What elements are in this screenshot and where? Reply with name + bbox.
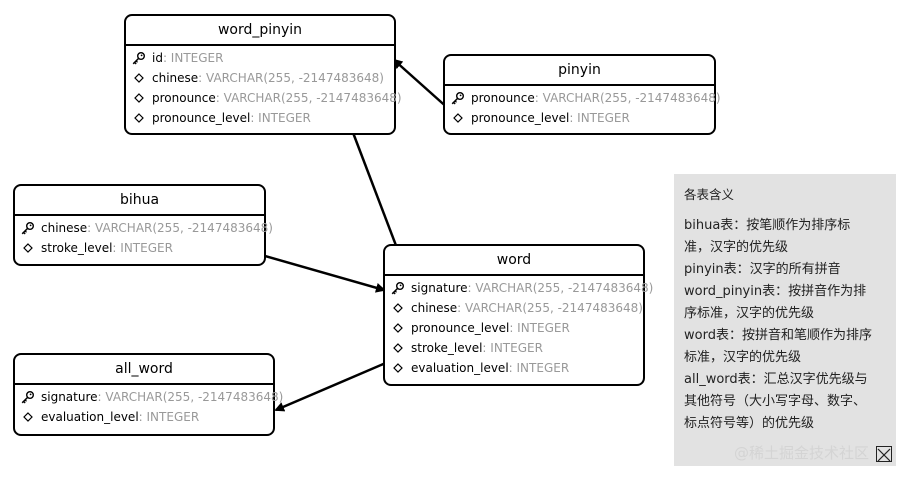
column-row[interactable]: stroke_level: INTEGER	[385, 338, 643, 358]
note-line: pinyin表：汉字的所有拼音	[684, 262, 841, 277]
diamond-icon	[391, 301, 405, 315]
table-title: all_word	[15, 355, 273, 385]
column-row[interactable]: chinese: VARCHAR(255, -2147483648)	[126, 68, 394, 88]
column-name: pronounce_level	[471, 111, 570, 125]
column-row[interactable]: evaluation_level: INTEGER	[385, 358, 643, 378]
resize-grip-icon	[876, 446, 892, 462]
column-type: : VARCHAR(255, -2147483648)	[215, 91, 402, 105]
column-list: chinese: VARCHAR(255, -2147483648)stroke…	[15, 216, 273, 258]
key-icon	[132, 51, 146, 65]
note-line: all_word表：汇总汉字优先级与	[684, 372, 868, 387]
column-name: chinese	[411, 301, 458, 315]
column-type: : INTEGER	[138, 410, 200, 424]
diamond-icon	[391, 341, 405, 355]
arrow-pinyin-to-word-pinyin	[392, 58, 451, 111]
column-row[interactable]: pronounce_level: INTEGER	[126, 108, 394, 128]
column-name: pronounce	[471, 91, 535, 105]
column-list: pronounce: VARCHAR(255, -2147483648)pron…	[445, 86, 721, 128]
column-name: chinese	[152, 71, 199, 85]
column-type: : VARCHAR(255, -2147483648)	[198, 71, 384, 85]
column-name: pronounce_level	[152, 111, 251, 125]
table-title: bihua	[15, 186, 264, 216]
primary-key-column-row[interactable]: signature: VARCHAR(255, -2147483648)	[15, 387, 283, 407]
key-icon	[21, 221, 35, 235]
key-icon	[21, 390, 35, 404]
column-type: : INTEGER	[482, 341, 543, 355]
column-name: signature	[411, 281, 468, 295]
column-type: : INTEGER	[112, 241, 173, 255]
column-name: stroke_level	[411, 341, 483, 355]
diamond-icon	[21, 410, 35, 424]
column-type: : VARCHAR(255, -2147483648)	[97, 390, 284, 404]
key-icon	[451, 91, 465, 105]
table-title: pinyin	[445, 56, 714, 86]
column-type: : INTEGER	[569, 111, 630, 125]
watermark-text: @稀土掘金技术社区	[734, 444, 870, 462]
column-type: : VARCHAR(255, -2147483648)	[534, 91, 721, 105]
table-title: word	[385, 246, 643, 276]
column-row[interactable]: pronounce_level: INTEGER	[445, 108, 714, 128]
table-title: word_pinyin	[126, 16, 394, 46]
note-title: 各表含义	[684, 187, 735, 202]
note-line: 其他符号（大小写字母、数字、	[684, 394, 867, 409]
table-pinyin[interactable]: pinyin pronounce: VARCHAR(255, -21474836…	[443, 54, 721, 135]
column-list: signature: VARCHAR(255, -2147483648)eval…	[15, 385, 283, 427]
primary-key-column-row[interactable]: chinese: VARCHAR(255, -2147483648)	[15, 218, 273, 238]
diamond-icon	[391, 361, 405, 375]
column-type: : VARCHAR(255, -2147483648)	[457, 301, 643, 315]
column-type: : INTEGER	[250, 111, 311, 125]
note-line: 标点符号等）的优先级	[684, 416, 815, 431]
column-name: pronounce	[152, 91, 216, 105]
diamond-icon	[21, 241, 35, 255]
diamond-icon	[391, 321, 405, 335]
column-row[interactable]: pronounce: VARCHAR(255, -2147483648)	[126, 88, 402, 108]
arrow-word-to-all-word	[274, 360, 389, 412]
diamond-icon	[132, 91, 146, 105]
column-name: pronounce_level	[411, 321, 510, 335]
diamond-icon	[132, 111, 146, 125]
note-line: bihua表：按笔顺作为排序标	[684, 218, 851, 233]
note-line: word表：按拼音和笔顺作为排序	[684, 328, 872, 343]
key-icon	[391, 281, 405, 295]
arrow-word-pinyin-to-word	[350, 129, 402, 258]
note-line: 准，汉字的优先级	[684, 240, 789, 255]
column-type: : INTEGER	[508, 361, 570, 375]
primary-key-column-row[interactable]: signature: VARCHAR(255, -2147483648)	[385, 278, 653, 298]
column-name: evaluation_level	[411, 361, 509, 375]
column-name: evaluation_level	[41, 410, 139, 424]
diamond-icon	[132, 71, 146, 85]
column-name: signature	[41, 390, 98, 404]
table-all-word[interactable]: all_word signature: VARCHAR(255, -214748…	[13, 353, 283, 436]
primary-key-column-row[interactable]: pronounce: VARCHAR(255, -2147483648)	[445, 88, 721, 108]
note-line: word_pinyin表：按拼音作为排	[684, 284, 867, 299]
column-type: : VARCHAR(255, -2147483648)	[87, 221, 273, 235]
column-type: : VARCHAR(255, -2147483648)	[467, 281, 654, 295]
arrow-bihua-to-word	[250, 250, 386, 293]
legend-note-panel: 各表含义 bihua表：按笔顺作为排序标 准，汉字的优先级 pinyin表：汉字…	[674, 174, 896, 466]
note-line: 序标准，汉字的优先级	[684, 306, 815, 321]
table-word[interactable]: word signature: VARCHAR(255, -2147483648…	[383, 244, 653, 386]
note-line: 标准，汉字的优先级	[684, 350, 802, 365]
primary-key-column-row[interactable]: id: INTEGER	[126, 48, 394, 68]
column-name: chinese	[41, 221, 88, 235]
column-name: stroke_level	[41, 241, 113, 255]
column-row[interactable]: stroke_level: INTEGER	[15, 238, 264, 258]
column-type: : INTEGER	[162, 51, 224, 65]
column-row[interactable]: evaluation_level: INTEGER	[15, 407, 273, 427]
diamond-icon	[451, 111, 465, 125]
column-list: signature: VARCHAR(255, -2147483648)chin…	[385, 276, 653, 378]
table-bihua[interactable]: bihua chinese: VARCHAR(255, -2147483648)…	[13, 184, 273, 266]
column-row[interactable]: pronounce_level: INTEGER	[385, 318, 643, 338]
column-row[interactable]: chinese: VARCHAR(255, -2147483648)	[385, 298, 643, 318]
column-name: id	[152, 51, 163, 65]
column-type: : INTEGER	[509, 321, 570, 335]
